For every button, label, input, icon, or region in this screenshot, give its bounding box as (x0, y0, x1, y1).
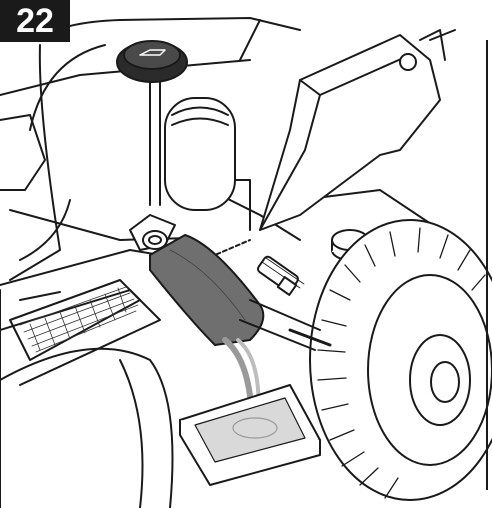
chassis-bolt (257, 255, 305, 296)
drain-funnel (149, 234, 265, 346)
discharge-flap (259, 29, 456, 231)
oil-filler-cap (116, 40, 188, 83)
drain-pan (179, 384, 321, 486)
step-number-badge: 22 (0, 0, 70, 42)
engine-cylinder (149, 59, 236, 211)
rear-wheel (309, 219, 492, 501)
frame-rail (239, 299, 332, 351)
drain-plug-fitting (129, 214, 251, 256)
foot-plate (0, 279, 161, 386)
page-margin-rule (486, 40, 488, 490)
